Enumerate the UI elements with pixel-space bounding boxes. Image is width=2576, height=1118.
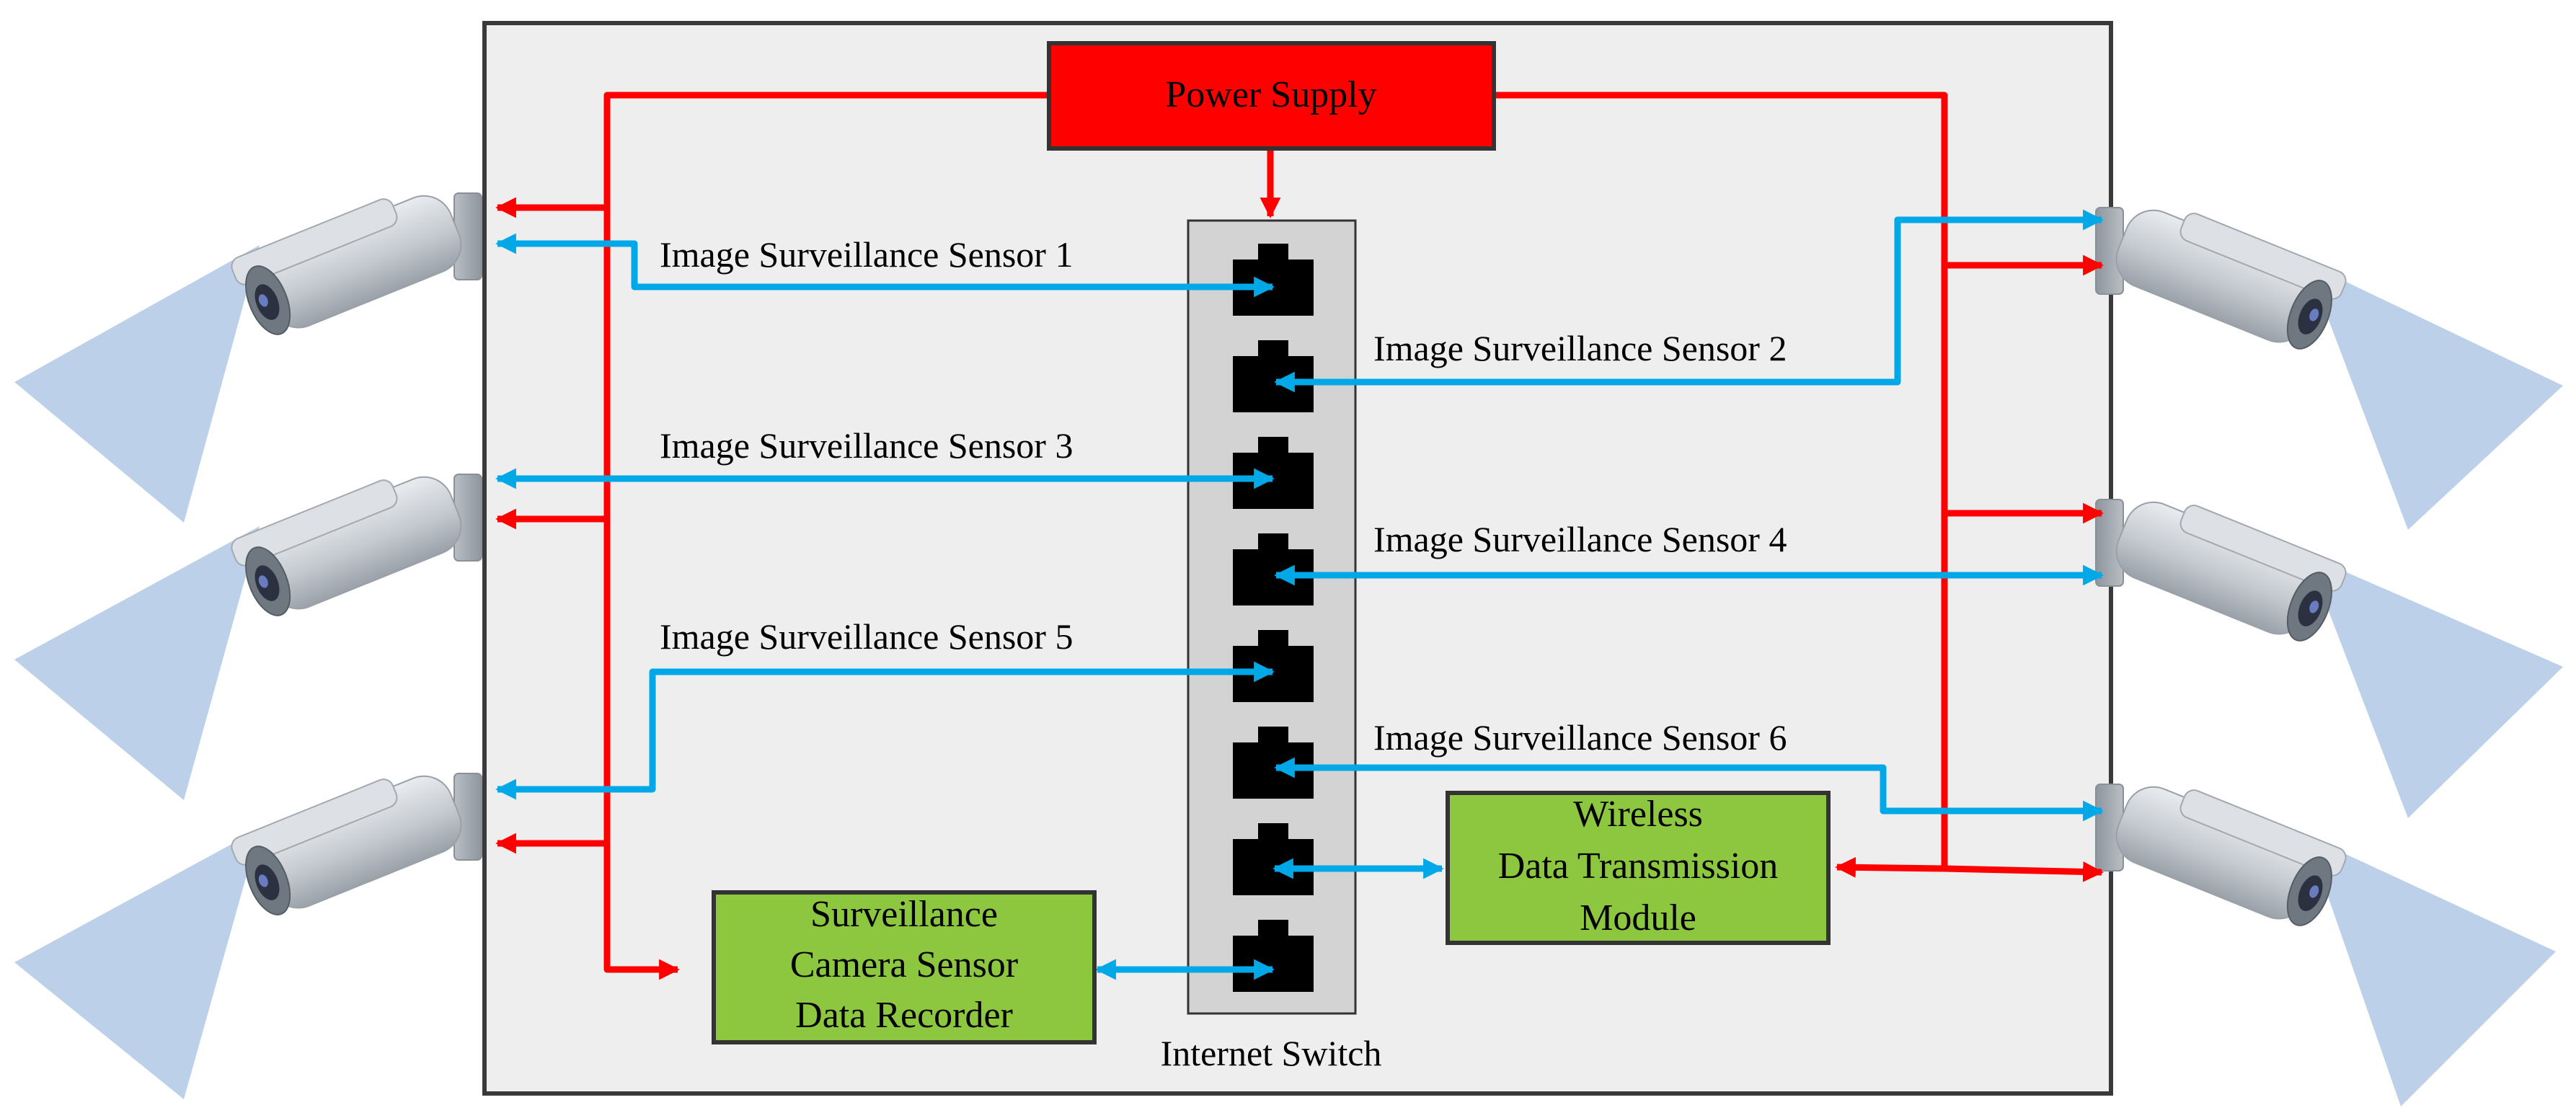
data-recorder-line-1: Surveillance xyxy=(810,894,998,935)
camera-left-2 xyxy=(14,457,482,800)
camera-right-3 xyxy=(2095,767,2556,1106)
power-supply-box xyxy=(1047,41,1496,151)
data-recorder-line-3: Data Recorder xyxy=(795,995,1013,1036)
camera-view-cone xyxy=(2307,836,2556,1106)
camera-view-cone xyxy=(2307,555,2563,818)
camera-view-cone xyxy=(14,526,260,800)
wireless-module-line-3: Module xyxy=(1580,897,1696,939)
camera-left-3 xyxy=(14,756,482,1099)
camera-right-2 xyxy=(2095,482,2563,818)
switch-port-4 xyxy=(1233,533,1314,605)
wireless-module-line-2: Data Transmission xyxy=(1498,846,1779,887)
power-supply-label: Power Supply xyxy=(1165,74,1376,115)
wireless-module-box xyxy=(1446,791,1831,945)
camera-view-cone xyxy=(2307,263,2563,530)
sensor-label-6: Image Surveillance Sensor 6 xyxy=(1373,717,1787,758)
data-recorder-box xyxy=(712,890,1097,1044)
data-lines xyxy=(495,209,2104,980)
sensor-label-1: Image Surveillance Sensor 1 xyxy=(660,234,1073,275)
data-recorder-line-2: Camera Sensor xyxy=(790,944,1018,985)
internet-switch-label: Internet Switch xyxy=(1161,1033,1382,1073)
camera-left-1 xyxy=(14,176,482,523)
sensor-label-3: Image Surveillance Sensor 3 xyxy=(660,425,1073,466)
sensor-label-2: Image Surveillance Sensor 2 xyxy=(1373,328,1787,368)
sensor-label-4: Image Surveillance Sensor 4 xyxy=(1373,519,1787,559)
camera-view-cone xyxy=(14,245,260,523)
camera-right-1 xyxy=(2095,190,2563,530)
wireless-module-line-1: Wireless xyxy=(1573,794,1703,835)
sensor-label-5: Image Surveillance Sensor 5 xyxy=(660,616,1073,657)
camera-view-cone xyxy=(14,829,260,1099)
